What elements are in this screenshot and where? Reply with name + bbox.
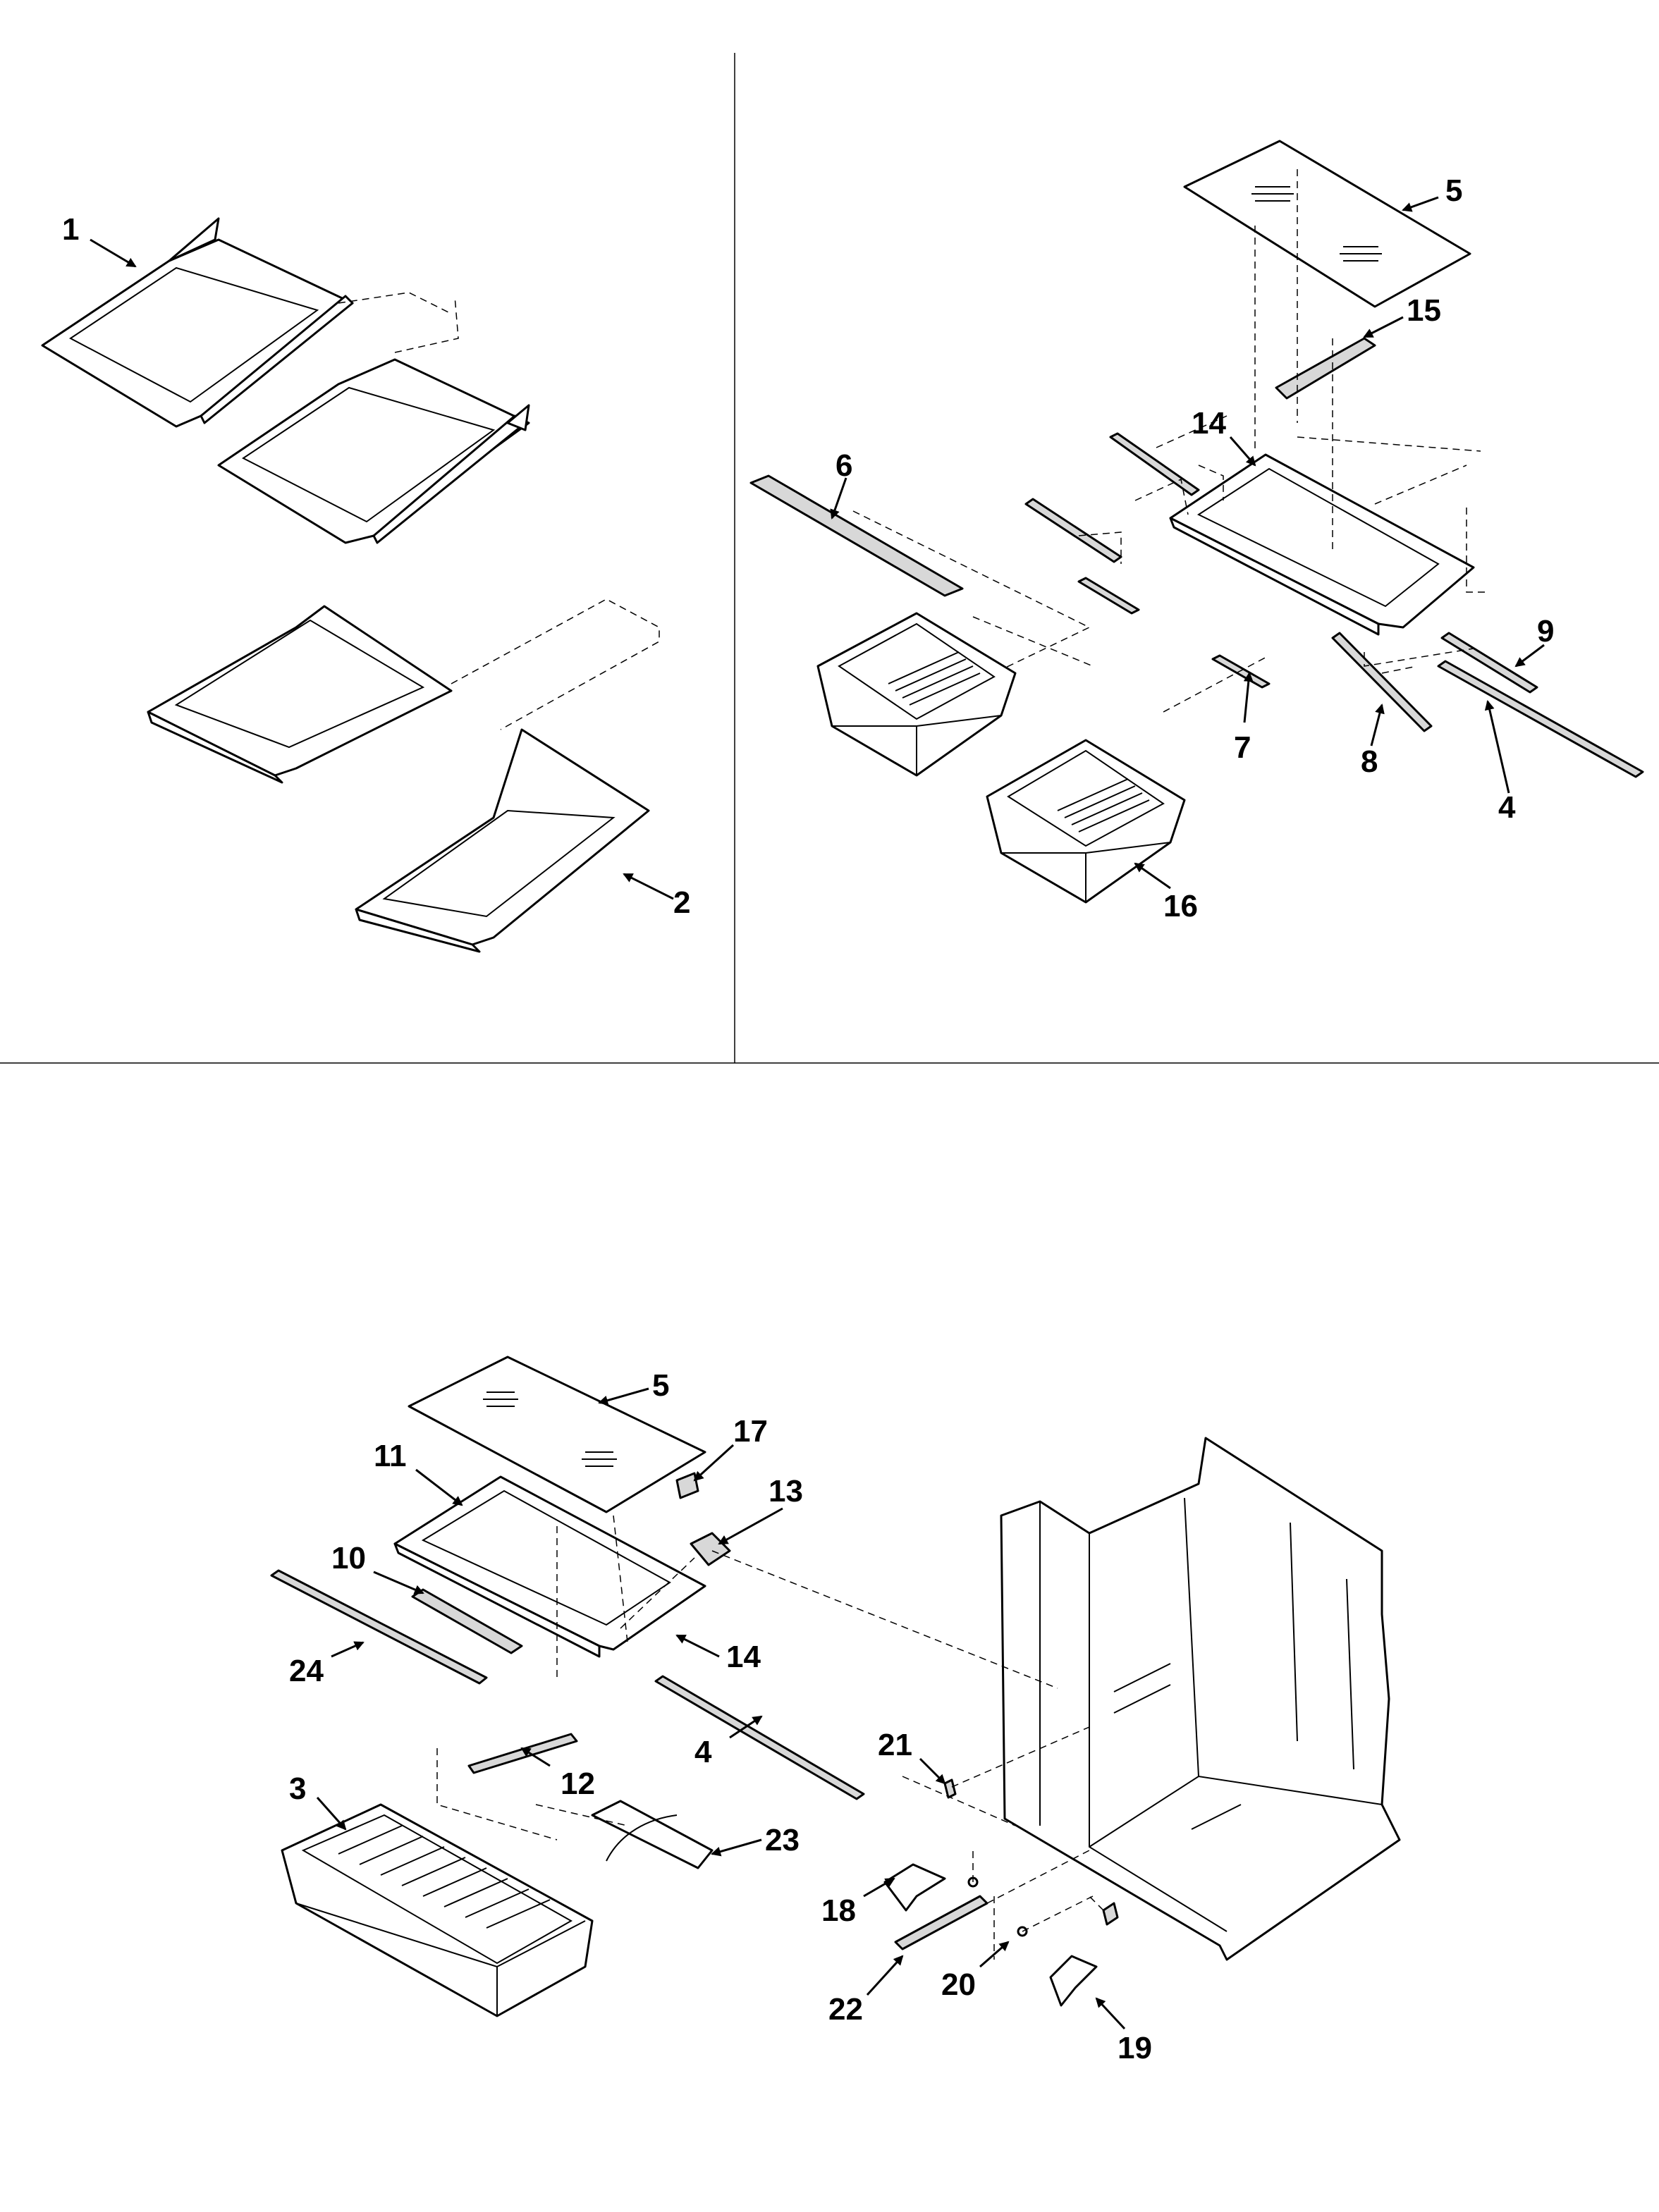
callout-14-top: 14 (1192, 406, 1226, 441)
callout-8: 8 (1361, 744, 1378, 779)
shelf-upper-right (217, 358, 530, 544)
rail-upper (1275, 337, 1376, 400)
callout-12: 12 (561, 1766, 595, 1801)
leader-lines (90, 196, 1545, 2030)
freezer-guide-lines (436, 1515, 1104, 1960)
callout-13: 13 (769, 1474, 803, 1509)
slide-rails-upper (749, 432, 1644, 778)
freezer-cabinet (1000, 1437, 1401, 1961)
callout-1: 1 (62, 212, 79, 247)
callout-18: 18 (821, 1893, 856, 1928)
callout-5-top: 5 (1445, 173, 1462, 208)
callout-4-top: 4 (1498, 790, 1516, 825)
callout-19: 19 (1118, 2031, 1152, 2065)
callout-2: 2 (673, 885, 690, 920)
crisper-frame-upper (1169, 453, 1475, 636)
crisper-drawer-right (986, 739, 1186, 904)
crisper-drawer-left (816, 612, 1017, 777)
callout-15: 15 (1407, 293, 1441, 328)
callout-4-bottom: 4 (694, 1735, 712, 1769)
glass-cover-upper (1183, 140, 1471, 308)
shelf-guide-line-lower (451, 598, 660, 730)
crisper-guide-lines (852, 169, 1488, 713)
freezer-basket (281, 1803, 594, 2017)
glass-cover-lower (408, 1356, 706, 1513)
callout-6: 6 (835, 448, 852, 483)
callout-10: 10 (331, 1541, 366, 1575)
callout-21: 21 (878, 1728, 912, 1762)
shelf-upper-left (41, 217, 354, 428)
callout-7: 7 (1234, 730, 1251, 765)
freezer-frame (393, 1475, 706, 1658)
callout-24: 24 (289, 1654, 324, 1688)
callout-9: 9 (1537, 614, 1554, 649)
callout-22: 22 (828, 1992, 863, 2027)
callout-16: 16 (1163, 889, 1198, 923)
callout-5-bottom: 5 (652, 1368, 669, 1403)
shelf-lower-left (147, 605, 453, 784)
callout-11: 11 (374, 1439, 407, 1473)
callout-14-bottom: 14 (726, 1640, 761, 1674)
shelf-guide-line-upper (338, 292, 459, 353)
callout-20: 20 (941, 1967, 976, 2002)
callout-3: 3 (289, 1771, 306, 1806)
callout-23: 23 (765, 1823, 800, 1857)
callout-17: 17 (733, 1414, 768, 1449)
shelf-lower-right (355, 728, 650, 953)
callout-labels: 1 2 3 4 4 5 5 6 7 8 9 10 11 12 13 14 14 … (62, 173, 1554, 2065)
